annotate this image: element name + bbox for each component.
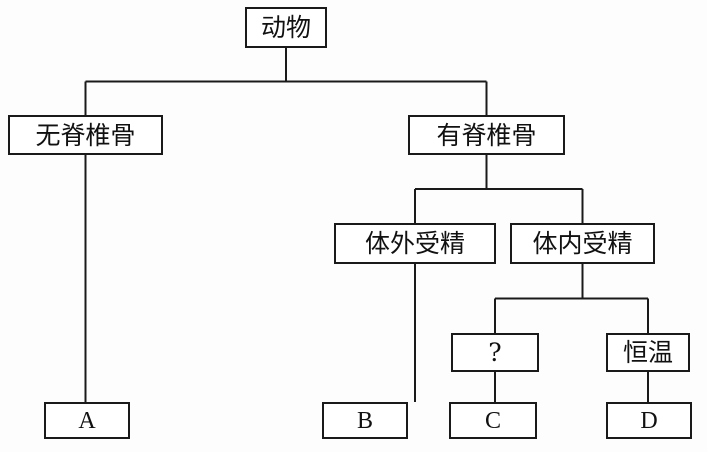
connector-vertebrate: [414, 155, 584, 223]
node-a: A: [44, 402, 130, 439]
node-unknown: ?: [451, 333, 539, 372]
node-warm-blooded: 恒温: [606, 333, 690, 372]
node-c: C: [449, 402, 537, 439]
node-internal-fertilization: 体内受精: [510, 223, 655, 264]
node-animal: 动物: [245, 7, 327, 48]
connector-animal: [84, 48, 488, 115]
node-invertebrate: 无脊椎骨: [8, 115, 163, 155]
connector-internal_fertilization: [494, 264, 649, 333]
node-b: B: [322, 402, 408, 439]
node-d: D: [606, 402, 692, 439]
node-vertebrate: 有脊椎骨: [408, 115, 565, 155]
node-external-fertilization: 体外受精: [334, 223, 496, 264]
